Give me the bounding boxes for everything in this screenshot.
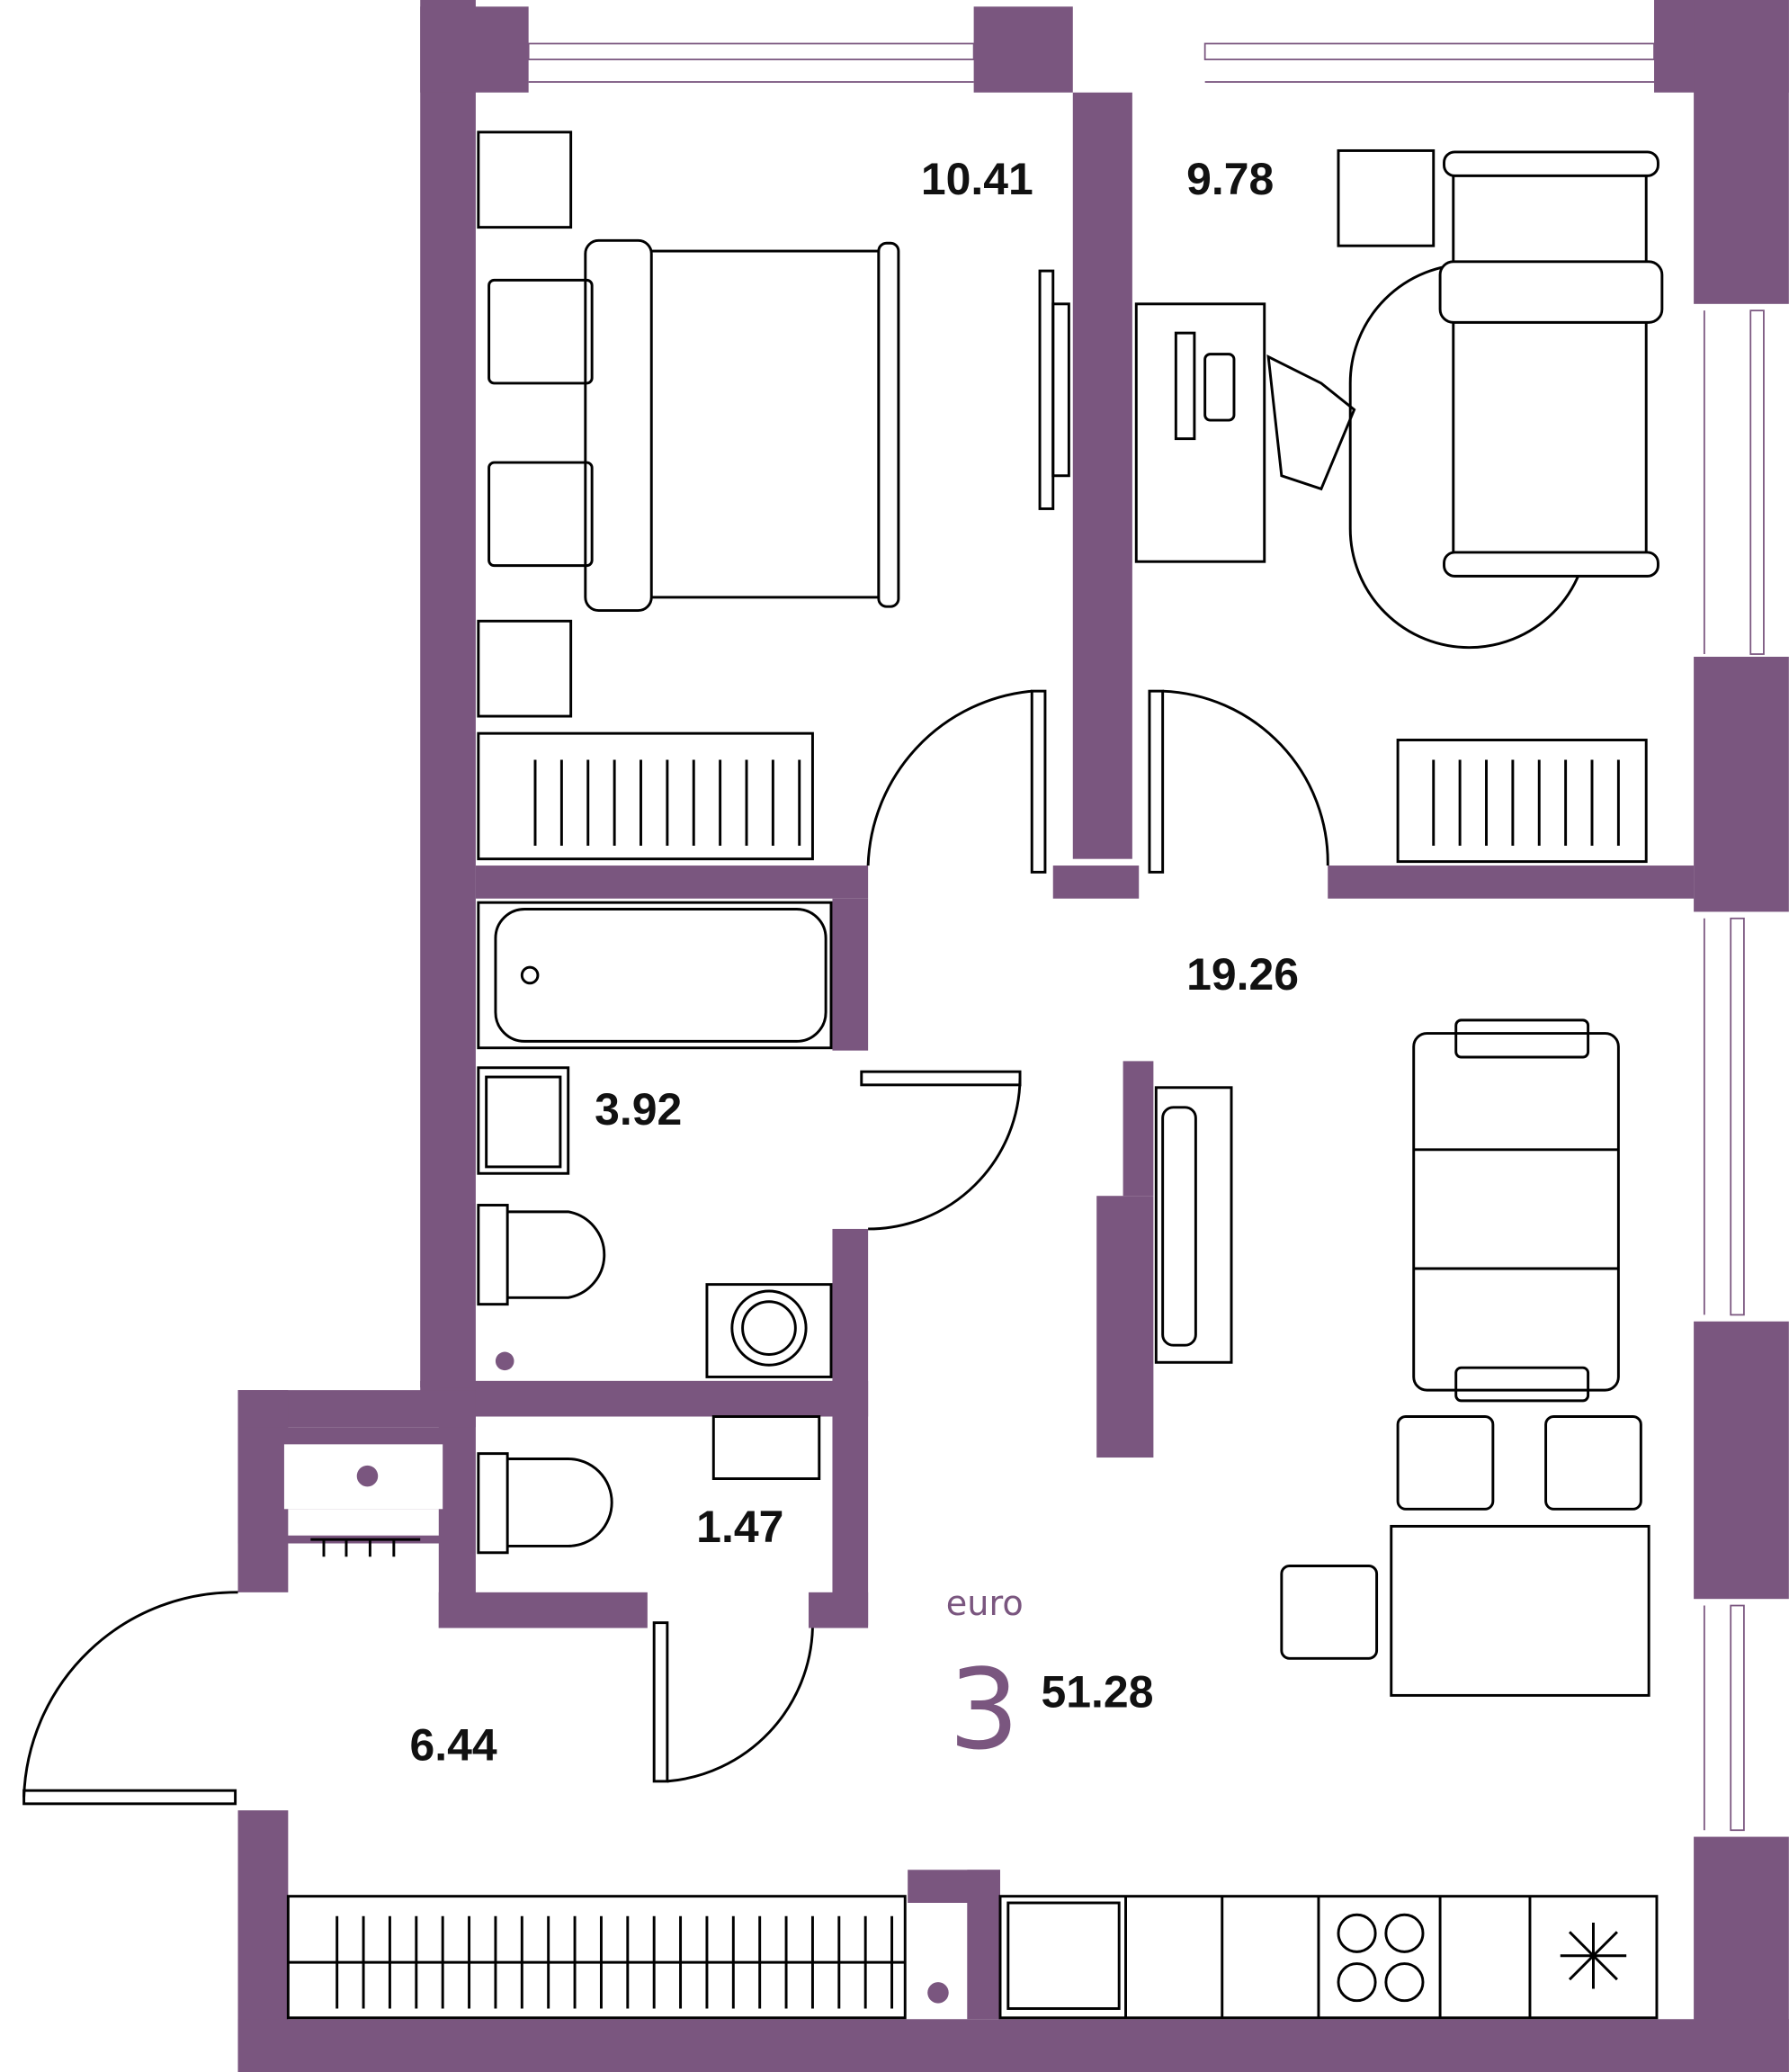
area-label-hallway: 6.44: [409, 1719, 496, 1770]
total-area: 51.28: [1042, 1667, 1154, 1718]
area-label-bedroom-2: 9.78: [1186, 154, 1274, 204]
area-label-bathroom: 3.92: [595, 1084, 682, 1135]
windows: [527, 42, 1765, 1832]
room-count: 3: [949, 1646, 1020, 1775]
area-label-living-kitchen: 19.26: [1186, 949, 1299, 1000]
area-label-bedroom-1: 10.41: [921, 154, 1033, 204]
furniture: [286, 130, 1664, 2020]
apartment-type-label: euro: [946, 1584, 1024, 1624]
walls: [237, 0, 1789, 2072]
area-label-wc: 1.47: [696, 1502, 783, 1552]
room-labels: 10.41 9.78 19.26 3.92 1.47 6.44 euro 3 5…: [409, 154, 1299, 1775]
doors: [22, 689, 1329, 1806]
snowflake-icon: [1560, 1923, 1627, 1989]
